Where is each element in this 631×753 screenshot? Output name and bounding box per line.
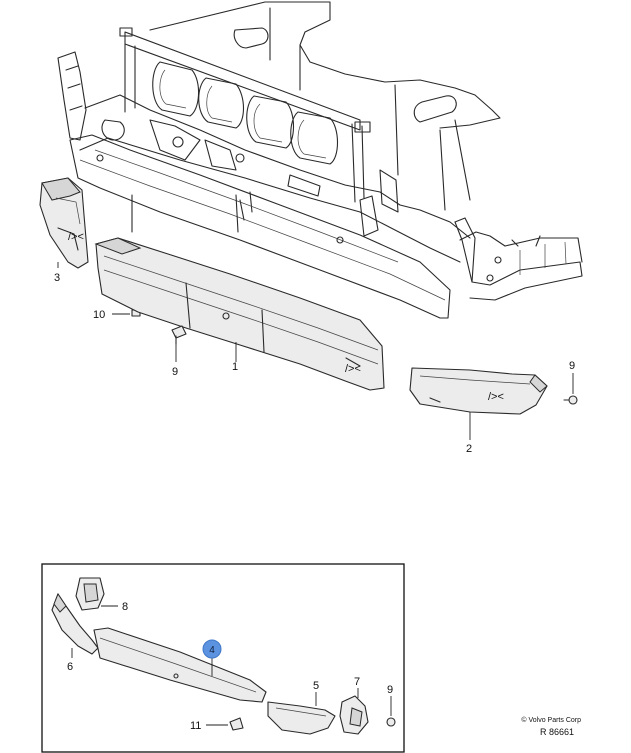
svg-text:/><: />< xyxy=(345,363,361,375)
callout-4[interactable]: 4 xyxy=(209,645,215,656)
callout-5: 5 xyxy=(313,680,319,692)
inset-end-left-6 xyxy=(51,592,99,655)
callout-9-left: 9 xyxy=(172,366,178,378)
bumper-end-right: />< xyxy=(409,367,548,415)
inset-bracket-7 xyxy=(339,695,369,735)
bolt-9-left xyxy=(171,325,187,345)
front-frame-structure xyxy=(57,1,583,319)
inset-bracket-8 xyxy=(75,577,105,611)
inset-end-right-5 xyxy=(267,701,336,735)
inset-frame xyxy=(41,563,405,753)
bumper-end-left: />< xyxy=(39,177,89,269)
callout-1: 1 xyxy=(232,361,238,373)
callout-3: 3 xyxy=(54,272,60,284)
callout-2: 2 xyxy=(466,443,472,455)
marker-dot[interactable] xyxy=(202,639,222,659)
bolt-9-right xyxy=(563,395,578,405)
callout-9-inset: 9 xyxy=(387,684,393,696)
bumper-cover-center: />< xyxy=(94,237,385,391)
callout-10: 10 xyxy=(93,309,105,321)
inset-bumper-cover-4 xyxy=(93,627,267,703)
callout-9-right: 9 xyxy=(569,360,575,372)
inset-bolt-9 xyxy=(386,717,396,727)
inset-bolt-11 xyxy=(229,717,244,731)
copyright-text: © Volvo Parts Corp xyxy=(521,716,581,724)
callout-11: 11 xyxy=(190,720,201,732)
svg-text:/><: />< xyxy=(68,231,84,243)
callout-6: 6 xyxy=(67,661,73,673)
highlight-marker-4[interactable]: 4 xyxy=(202,639,222,659)
callout-8: 8 xyxy=(122,601,128,613)
svg-text:/><: />< xyxy=(488,391,504,403)
reference-number: R 86661 xyxy=(540,727,574,737)
callout-7: 7 xyxy=(354,676,360,688)
